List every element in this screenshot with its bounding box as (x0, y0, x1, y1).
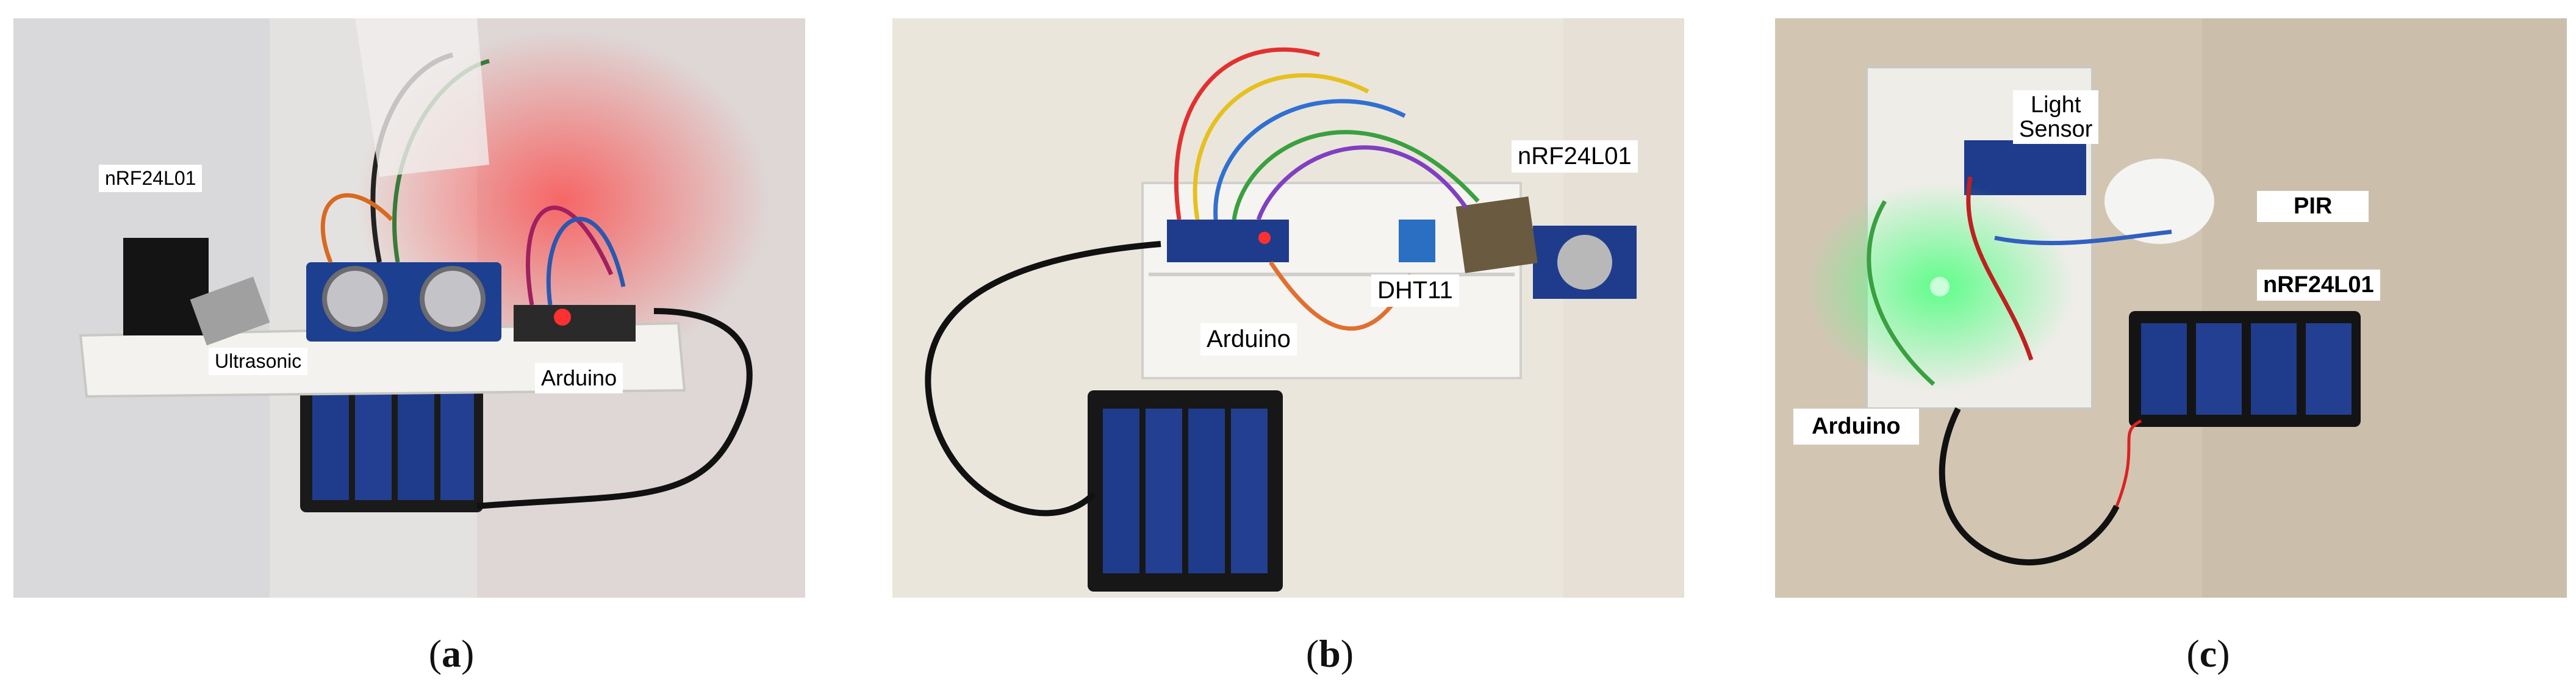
label-light-sensor: Light Sensor (2013, 90, 2099, 144)
label-light-line1: Light (2031, 92, 2081, 118)
caption-c: (c) (2186, 632, 2230, 675)
label-nrf24l01: nRF24L01 (99, 165, 203, 192)
caption-a: (a) (428, 632, 475, 675)
photo-a-illustration (13, 18, 805, 598)
photo-panel-b: nRF24L01 DHT11 Arduino (892, 18, 1684, 598)
label-arduino: Arduino (1793, 409, 1919, 445)
photo-panel-c: Light Sensor PIR nRF24L01 Arduino (1775, 18, 2567, 598)
label-arduino: Arduino (1200, 323, 1297, 356)
photo-b-illustration (892, 18, 1684, 598)
label-pir: PIR (2257, 191, 2369, 222)
label-nrf24l01: nRF24L01 (1512, 140, 1638, 173)
photo-c-illustration (1775, 18, 2567, 598)
label-dht11: DHT11 (1371, 274, 1459, 307)
label-light-line2: Sensor (2019, 116, 2093, 142)
label-ultrasonic: Ultrasonic (209, 348, 308, 375)
caption-b: (b) (1305, 632, 1354, 675)
label-arduino: Arduino (535, 363, 623, 393)
photo-panel-a: nRF24L01 Ultrasonic Arduino (13, 18, 805, 598)
label-nrf24l01: nRF24L01 (2257, 270, 2380, 301)
